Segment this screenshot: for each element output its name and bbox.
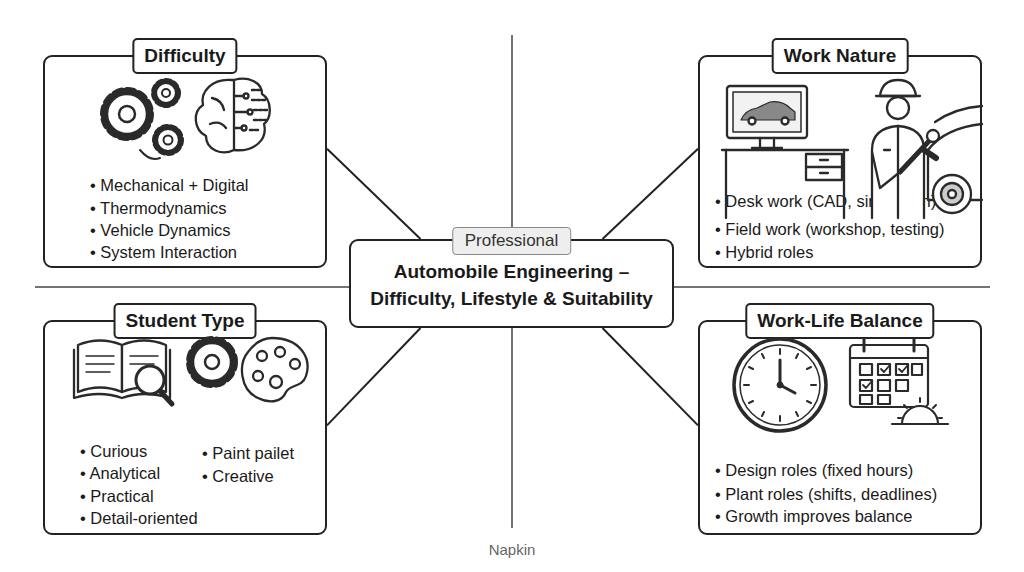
palette-icon bbox=[242, 338, 307, 401]
calendar-icon bbox=[850, 339, 928, 407]
bullet-item: • Analytical bbox=[80, 462, 160, 484]
central-title: Automobile Engineering – Difficulty, Lif… bbox=[362, 258, 662, 312]
bullet-item: • Mechanical + Digital bbox=[90, 174, 248, 196]
bullet-item: • Design roles (fixed hours) bbox=[715, 459, 913, 481]
connector-line bbox=[603, 149, 699, 239]
bullet-item: • Field work (workshop, testing) bbox=[715, 218, 945, 240]
bullet-item: • Curious bbox=[80, 440, 147, 462]
category-box: Work Nature• Desk work (CAD, simulation)… bbox=[698, 55, 982, 268]
bullet-item: • Detail-oriented bbox=[80, 507, 198, 529]
desk-monitor-icon bbox=[722, 86, 848, 218]
gear-icon bbox=[190, 340, 234, 384]
book-icon bbox=[74, 341, 172, 405]
category-box: Student Type• Curious• Analytical• Pract… bbox=[43, 320, 327, 535]
worker-icon bbox=[872, 80, 939, 218]
bullet-item: • Plant roles (shifts, deadlines) bbox=[715, 483, 937, 505]
category-heading: Student Type bbox=[114, 303, 257, 339]
bullet-item: • Thermodynamics bbox=[90, 197, 227, 219]
bullet-item: • Paint pailet bbox=[202, 442, 294, 464]
sunrise-icon bbox=[892, 398, 948, 424]
connector-line bbox=[603, 328, 699, 425]
bullet-item: • Hybrid roles bbox=[715, 241, 813, 263]
gear-icon bbox=[104, 81, 181, 159]
bullet-item: • Creative bbox=[202, 465, 274, 487]
category-heading: Work Nature bbox=[772, 38, 909, 74]
bullet-item: • Vehicle Dynamics bbox=[90, 219, 231, 241]
category-box: Work-Life Balance• Design roles (fixed h… bbox=[698, 320, 982, 535]
bullet-item: • Desk work (CAD, simulation) bbox=[715, 190, 936, 212]
bullet-item: • Practical bbox=[80, 485, 154, 507]
category-box: Difficulty• Mechanical + Digital• Thermo… bbox=[43, 55, 327, 268]
watermark: Napkin bbox=[489, 541, 536, 558]
connector-line bbox=[327, 328, 421, 425]
tag-label: Professional bbox=[452, 227, 572, 255]
clock-icon bbox=[734, 339, 826, 431]
category-heading: Difficulty bbox=[132, 38, 237, 74]
bullet-item: • Growth improves balance bbox=[715, 505, 912, 527]
bullet-item: • System Interaction bbox=[90, 241, 237, 263]
car-icon bbox=[928, 106, 982, 213]
brain-icon bbox=[196, 79, 270, 153]
central-topic-box: ProfessionalAutomobile Engineering – Dif… bbox=[349, 239, 674, 328]
connector-line bbox=[327, 149, 421, 239]
category-heading: Work-Life Balance bbox=[745, 303, 934, 339]
